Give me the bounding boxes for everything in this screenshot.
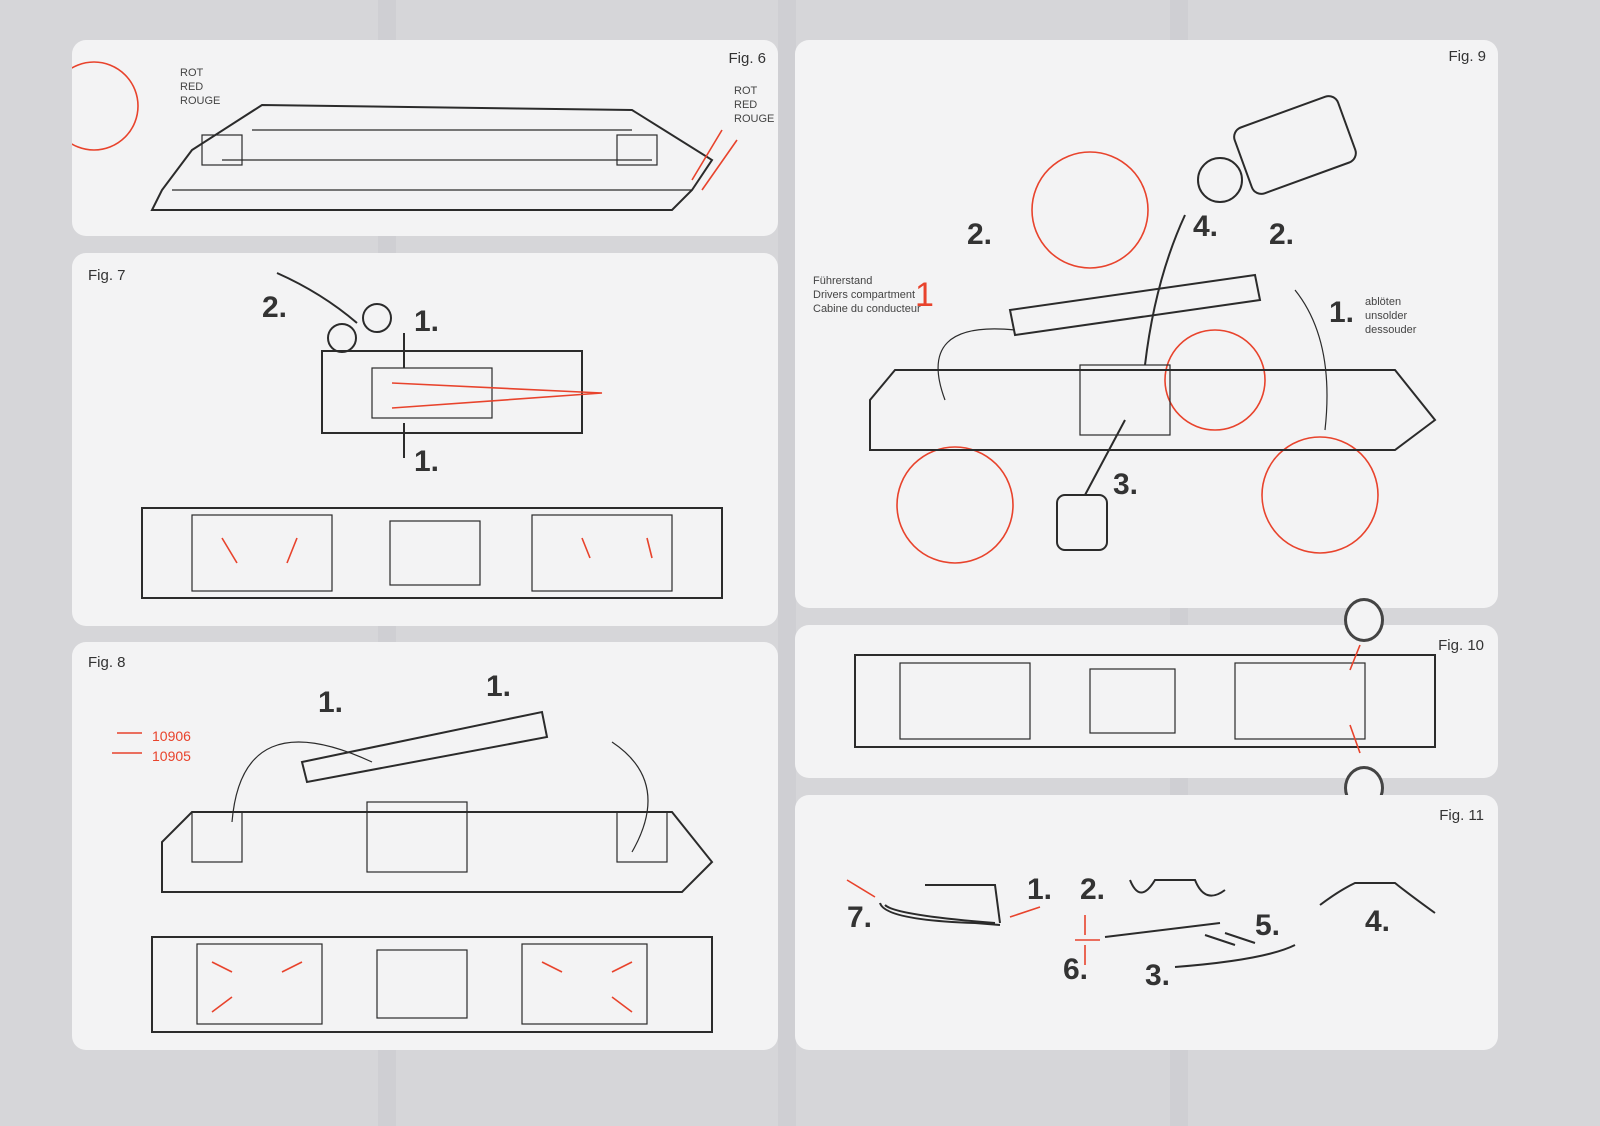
step-number: 7. [847,901,873,934]
step-number: 6. [1063,953,1089,986]
figure-title: Fig. 6 [728,50,766,67]
step-number: 1. [1329,296,1355,329]
step-number: 5. [1255,909,1281,942]
figure-11-panel: Fig. 11 7. 1. 2. 6. 3. 5. 4. [795,795,1498,1050]
figure-title: Fig. 11 [1439,807,1484,824]
figure-10-panel: Fig. 10 [795,625,1498,778]
chassis-side-drawing [72,61,738,211]
page-fold [778,0,796,1126]
figure-title: Fig. 9 [1448,48,1486,65]
pickup-shoe-drawing [846,879,1436,968]
figure-title: Fig. 7 [88,267,126,284]
motor-removal-drawing [869,95,1437,564]
step-number: 1. [486,670,512,703]
step-number: 2. [1269,218,1295,251]
chassis-top-drawing [854,644,1436,754]
step-number: 3. [1113,468,1139,501]
figure-title: Fig. 8 [88,654,126,671]
step-number: 2. [1080,873,1106,906]
step-number: 2. [967,218,993,251]
compartment-number: 1 [915,276,934,314]
step-number: 4. [1365,905,1391,938]
step-number: 4. [1193,210,1219,243]
step-number: 1. [1027,873,1053,906]
step-number: 3. [1145,959,1171,992]
step-number: 1. [318,686,344,719]
chassis-drawing [112,710,714,1033]
step-number: 1. [414,445,440,478]
figure-7-panel: Fig. 7 2. 1. 1. [72,253,778,626]
step-number: 1. [414,305,440,338]
figure-title: Fig. 10 [1438,637,1484,654]
step-number: 2. [262,291,288,324]
chassis-top-drawing [141,272,723,599]
traction-tire-icon [1344,598,1384,642]
